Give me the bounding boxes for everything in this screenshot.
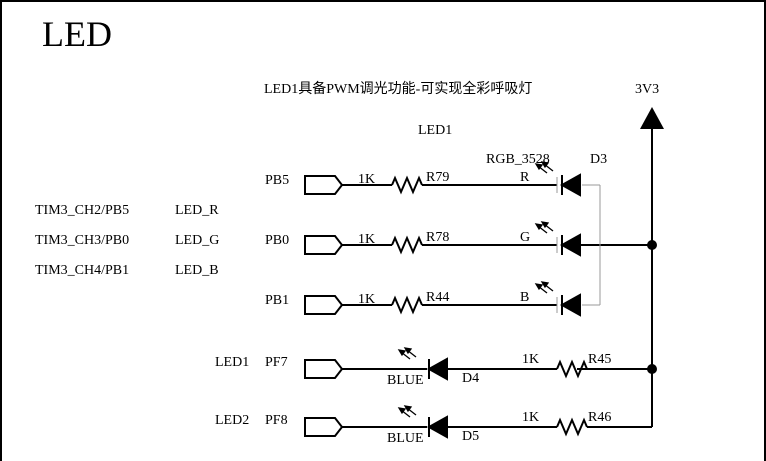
port-pf7-symbol bbox=[304, 359, 344, 379]
rgb-led-label: LED1 bbox=[418, 123, 453, 138]
port-label: PB0 bbox=[265, 233, 290, 248]
channel-label: R bbox=[520, 170, 530, 185]
led-diode-r bbox=[559, 173, 581, 197]
led-color-label: BLUE bbox=[387, 431, 424, 446]
led-color-label: BLUE bbox=[387, 373, 424, 388]
led-designator: D4 bbox=[462, 371, 480, 386]
header-note: LED1具备PWM调光功能-可实现全彩呼吸灯 bbox=[264, 82, 533, 97]
mapping-pin: TIM3_CH3/PB0 bbox=[35, 233, 130, 248]
resistor-value: 1K bbox=[358, 172, 376, 187]
led-diode-g bbox=[559, 233, 581, 257]
power-label: 3V3 bbox=[635, 82, 660, 97]
port-label: PF8 bbox=[265, 413, 288, 428]
port-pb5-symbol bbox=[304, 175, 344, 195]
power-arrow bbox=[640, 107, 664, 129]
page-title: LED bbox=[42, 14, 112, 54]
led-net-label: LED1 bbox=[215, 355, 250, 370]
resistor-value: 1K bbox=[358, 232, 376, 247]
port-label: PF7 bbox=[265, 355, 288, 370]
mapping-pin: TIM3_CH2/PB5 bbox=[35, 203, 130, 218]
resistor-ref: R44 bbox=[426, 290, 450, 305]
junction-dot bbox=[647, 364, 657, 374]
led-net-label: LED2 bbox=[215, 413, 250, 428]
resistor-value: 1K bbox=[522, 352, 540, 367]
resistor-ref: R79 bbox=[426, 170, 450, 185]
rgb-package-outline bbox=[556, 177, 601, 313]
resistor-value: 1K bbox=[358, 292, 376, 307]
port-label: PB5 bbox=[265, 173, 290, 188]
led-diode-b bbox=[559, 293, 581, 317]
led-diode-d5 bbox=[426, 415, 448, 439]
resistor-ref: R46 bbox=[588, 410, 612, 425]
port-pf8-symbol bbox=[304, 417, 344, 437]
port-pb1-symbol bbox=[304, 295, 344, 315]
rgb-designator: D3 bbox=[590, 152, 608, 167]
channel-label: B bbox=[520, 290, 530, 305]
resistor-r45 bbox=[556, 359, 588, 379]
mapping-net: LED_R bbox=[175, 203, 219, 218]
resistor-r78 bbox=[391, 235, 423, 255]
mapping-net: LED_G bbox=[175, 233, 220, 248]
resistor-r44 bbox=[391, 295, 423, 315]
resistor-r79 bbox=[391, 175, 423, 195]
led-diode-d4 bbox=[426, 357, 448, 381]
resistor-value: 1K bbox=[522, 410, 540, 425]
resistor-r46 bbox=[556, 417, 588, 437]
mapping-net: LED_B bbox=[175, 263, 219, 278]
channel-label: G bbox=[520, 230, 531, 245]
port-pb0-symbol bbox=[304, 235, 344, 255]
led-designator: D5 bbox=[462, 429, 480, 444]
port-label: PB1 bbox=[265, 293, 290, 308]
junction-dot bbox=[647, 240, 657, 250]
rgb-part-label: RGB_3528 bbox=[486, 152, 550, 167]
resistor-ref: R78 bbox=[426, 230, 450, 245]
resistor-ref: R45 bbox=[588, 352, 612, 367]
mapping-pin: TIM3_CH4/PB1 bbox=[35, 263, 130, 278]
light-emission-arrows bbox=[397, 161, 554, 418]
